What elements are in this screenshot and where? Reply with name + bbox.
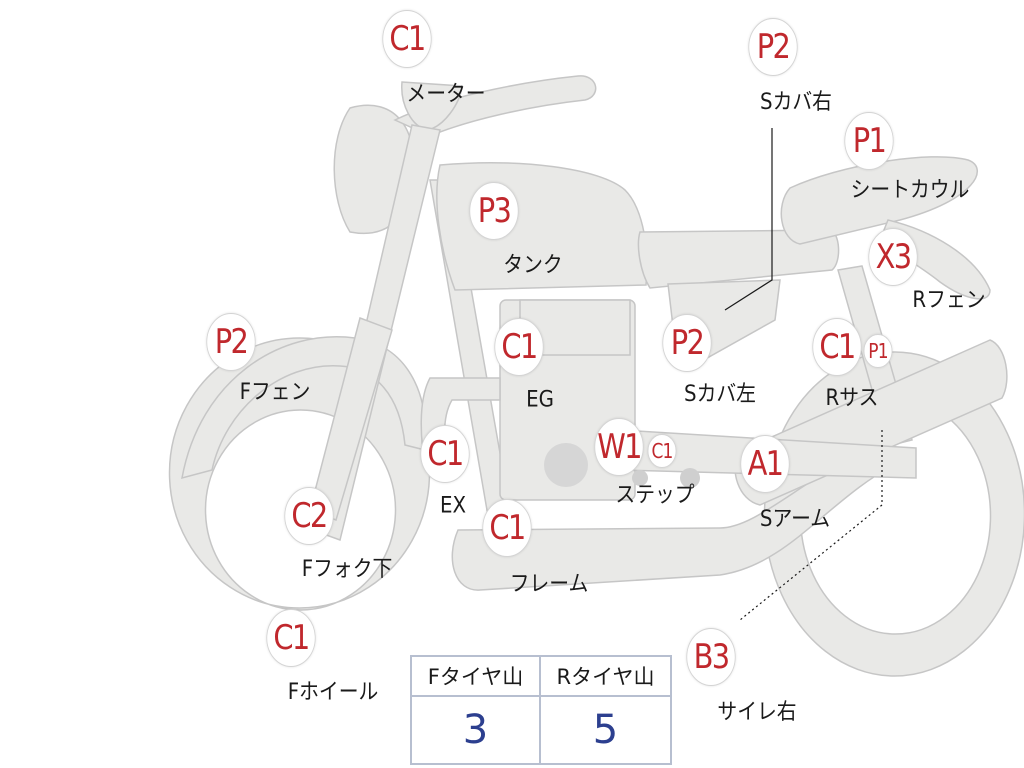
rear-fender-label: Rフェン bbox=[912, 288, 986, 313]
exhaust-code-badge: C1 bbox=[420, 425, 470, 483]
rear-suspension-code2-badge: P1 bbox=[863, 334, 893, 368]
front-fender-label: Fフェン bbox=[239, 380, 311, 405]
step-peg-shape bbox=[680, 468, 700, 488]
tank-code-badge: P3 bbox=[469, 182, 519, 240]
rear-fender-code-badge: X3 bbox=[868, 228, 918, 286]
tire-tread-table: Fタイヤ山 Rタイヤ山 3 5 bbox=[410, 655, 672, 765]
front-tread-value: 3 bbox=[412, 697, 541, 763]
front-fork-lower-label: Fフォク下 bbox=[301, 557, 393, 582]
side-cover-left-code-badge: P2 bbox=[662, 314, 712, 372]
leader-line-side-cover bbox=[724, 128, 773, 311]
rear-tread-value: 5 bbox=[592, 707, 619, 753]
muffler-right-code-badge: B3 bbox=[686, 628, 736, 686]
meter-label: メーター bbox=[406, 82, 486, 107]
engine-code-badge: C1 bbox=[494, 318, 544, 376]
side-cover-right-label: Sカバ右 bbox=[760, 90, 832, 115]
front-fork-lower-code-badge: C2 bbox=[284, 487, 334, 545]
handlebar-shape bbox=[393, 75, 597, 137]
seat-cowl-label: シートカウル bbox=[850, 178, 970, 203]
rear-tread-header: Rタイヤ山 bbox=[541, 657, 670, 697]
side-cover-left-label: Sカバ左 bbox=[684, 382, 756, 407]
seat-cowl-code-badge: P1 bbox=[844, 112, 894, 170]
front-fender-code-badge: P2 bbox=[206, 313, 256, 371]
rear-suspension-code-badge: C1 bbox=[812, 318, 862, 376]
frame-label: フレーム bbox=[509, 572, 589, 597]
step-code2-badge: C1 bbox=[647, 434, 677, 468]
leader-line-muffler bbox=[739, 430, 883, 621]
swing-arm-code-badge: A1 bbox=[740, 435, 790, 493]
meter-code-badge: C1 bbox=[382, 10, 432, 68]
fork-lower-shape bbox=[309, 317, 393, 521]
frame-code-badge: C1 bbox=[482, 499, 532, 557]
muffler-right-label: サイレ右 bbox=[717, 700, 797, 725]
side-cover-right-code-badge: P2 bbox=[748, 18, 798, 76]
exhaust-label: EX bbox=[439, 493, 467, 519]
tank-label: タンク bbox=[503, 253, 563, 278]
frame-shape bbox=[451, 439, 901, 591]
swing-arm-label: Sアーム bbox=[759, 507, 831, 532]
step-code-badge: W1 bbox=[594, 418, 644, 476]
step-label: ステップ bbox=[615, 483, 695, 508]
engine-label: EG bbox=[526, 387, 554, 413]
engine-cover-shape bbox=[544, 443, 588, 487]
rear-suspension-label: Rサス bbox=[825, 386, 879, 411]
front-tread-header: Fタイヤ山 bbox=[412, 657, 541, 697]
front-wheel-code-badge: C1 bbox=[266, 609, 316, 667]
front-wheel-label: Fホイール bbox=[287, 680, 379, 705]
